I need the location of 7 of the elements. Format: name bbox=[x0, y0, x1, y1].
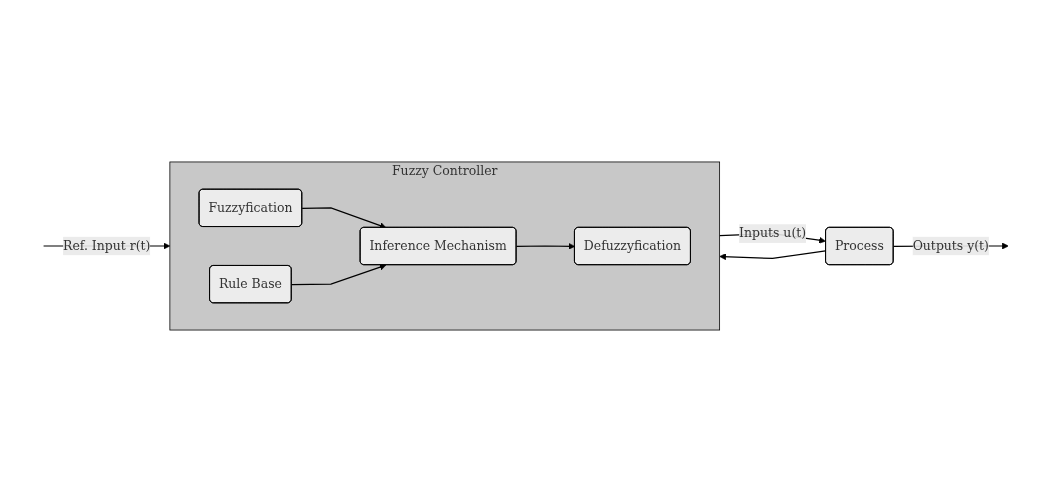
arrow bbox=[515, 242, 576, 250]
edge-label: Ref. Input r(t) bbox=[63, 238, 151, 253]
arrow bbox=[719, 250, 827, 261]
edge-label: Inputs u(t) bbox=[739, 225, 807, 241]
edge-label: Outputs y(t) bbox=[912, 238, 989, 253]
arrow bbox=[301, 207, 387, 229]
arrow bbox=[291, 263, 387, 286]
